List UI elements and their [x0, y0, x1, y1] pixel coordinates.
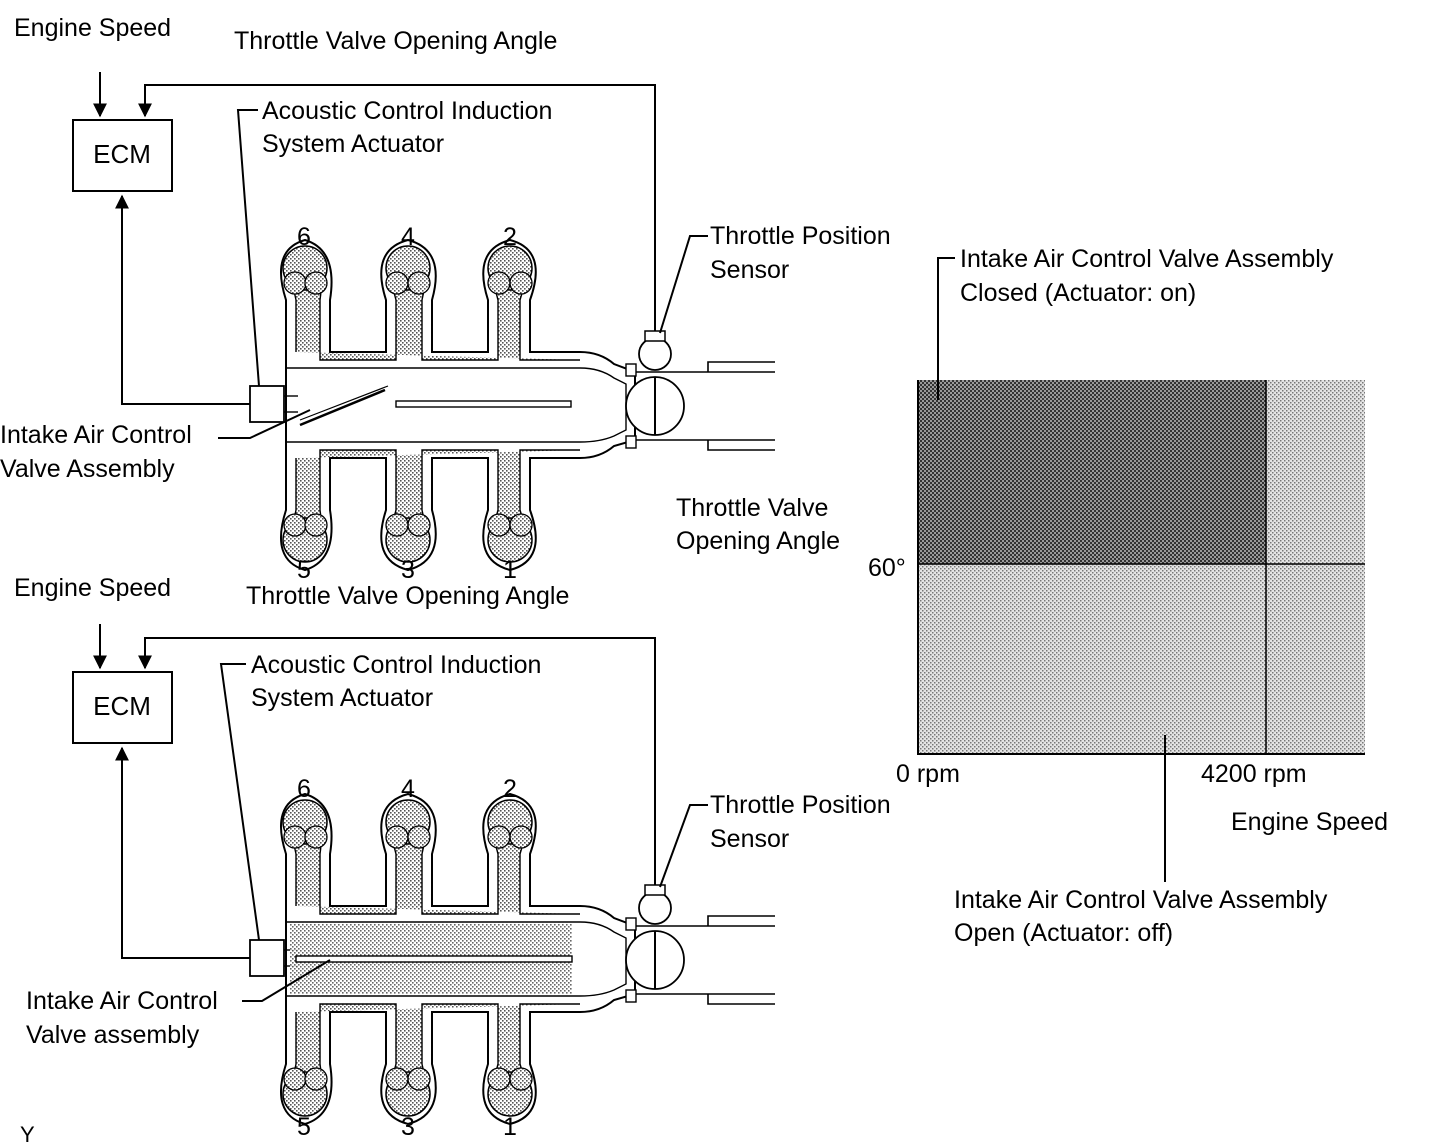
map-x-tick-4200: 4200 rpm: [1201, 760, 1307, 788]
bottom-tps-label-2: Sensor: [710, 825, 789, 853]
top-tps-label-2: Sensor: [710, 256, 789, 284]
bottom-valve-label-1: Intake Air Control: [26, 987, 218, 1015]
top-diagram: Engine Speed Throttle Valve Opening Angl…: [0, 14, 891, 584]
bottom-actuator-leader: [219, 663, 260, 941]
bottom-intake-air-control-valve-open: [295, 955, 573, 963]
top-ecm-output-wire: [115, 194, 250, 405]
bottom-diagram: Engine Speed Throttle Valve Opening Angl…: [14, 574, 891, 1141]
operating-map: Throttle Valve Opening Angle 60° 0 rpm 4…: [676, 245, 1388, 947]
bottom-ecm-label: ECM: [93, 691, 151, 721]
top-cylinder-3: 3: [401, 556, 415, 584]
top-engine-speed-label: Engine Speed: [14, 14, 171, 42]
map-y-label-2: Opening Angle: [676, 527, 840, 555]
top-actuator-label-2: System Actuator: [262, 130, 444, 158]
bottom-actuator-label-2: System Actuator: [251, 684, 433, 712]
map-x-tick-0: 0 rpm: [896, 760, 960, 788]
map-closed-label-2: Closed (Actuator: on): [960, 279, 1196, 307]
top-ecm-label: ECM: [93, 139, 151, 169]
bottom-ecm-output-wire: [115, 746, 250, 959]
bottom-cylinder-3: 3: [401, 1113, 415, 1141]
top-cylinder-2: 2: [503, 223, 517, 251]
bottom-ecm-box: [72, 671, 173, 744]
map-x-label: Engine Speed: [1231, 808, 1388, 836]
top-cylinder-1: 1: [503, 556, 517, 584]
bottom-cylinder-4: 4: [401, 775, 415, 803]
bottom-throttle-angle-label: Throttle Valve Opening Angle: [246, 582, 569, 610]
top-valve-label-1: Intake Air Control: [0, 421, 192, 449]
bottom-actuator-label-1: Acoustic Control Induction: [251, 651, 541, 679]
top-tps-leader: [659, 235, 708, 334]
top-ecm-box: [72, 119, 173, 192]
top-actuator-label-1: Acoustic Control Induction: [262, 97, 552, 125]
top-valve-leader: [218, 409, 311, 439]
map-open-label-1: Intake Air Control Valve Assembly: [954, 886, 1328, 914]
top-intake-air-control-valve-closed: [299, 388, 386, 427]
top-actuator-leader: [236, 109, 260, 387]
figure-code: Y: [20, 1122, 35, 1146]
top-valve-label-2: Valve Assembly: [0, 455, 175, 483]
map-closed-label-1: Intake Air Control Valve Assembly: [960, 245, 1334, 273]
top-partition-plate: [395, 400, 572, 408]
bottom-engine-speed-label: Engine Speed: [14, 574, 171, 602]
bottom-cylinder-6: 6: [297, 775, 311, 803]
bottom-valve-leader: [242, 959, 331, 1002]
top-valve-plate-edge: [299, 385, 389, 421]
bottom-cylinder-2: 2: [503, 775, 517, 803]
bottom-cylinder-1: 1: [503, 1113, 517, 1141]
map-closed-region: [918, 380, 1266, 564]
top-tps-label-1: Throttle Position: [710, 222, 891, 250]
top-cylinder-4: 4: [401, 223, 415, 251]
bottom-valve-label-2: Valve assembly: [26, 1021, 200, 1049]
top-throttle-angle-label: Throttle Valve Opening Angle: [234, 27, 557, 55]
top-cylinder-6: 6: [297, 223, 311, 251]
bottom-tps-leader: [659, 804, 708, 888]
map-y-tick-60: 60°: [868, 554, 906, 582]
top-throttle-signal-wire: [138, 84, 656, 331]
map-closed-leader: [937, 257, 955, 400]
top-cylinder-5: 5: [297, 556, 311, 584]
bottom-cylinder-5: 5: [297, 1113, 311, 1141]
bottom-throttle-signal-wire: [138, 637, 656, 886]
map-axes: [917, 380, 1365, 755]
map-open-label-2: Open (Actuator: off): [954, 919, 1173, 947]
bottom-tps-label-1: Throttle Position: [710, 791, 891, 819]
map-y-label-1: Throttle Valve: [676, 494, 828, 522]
